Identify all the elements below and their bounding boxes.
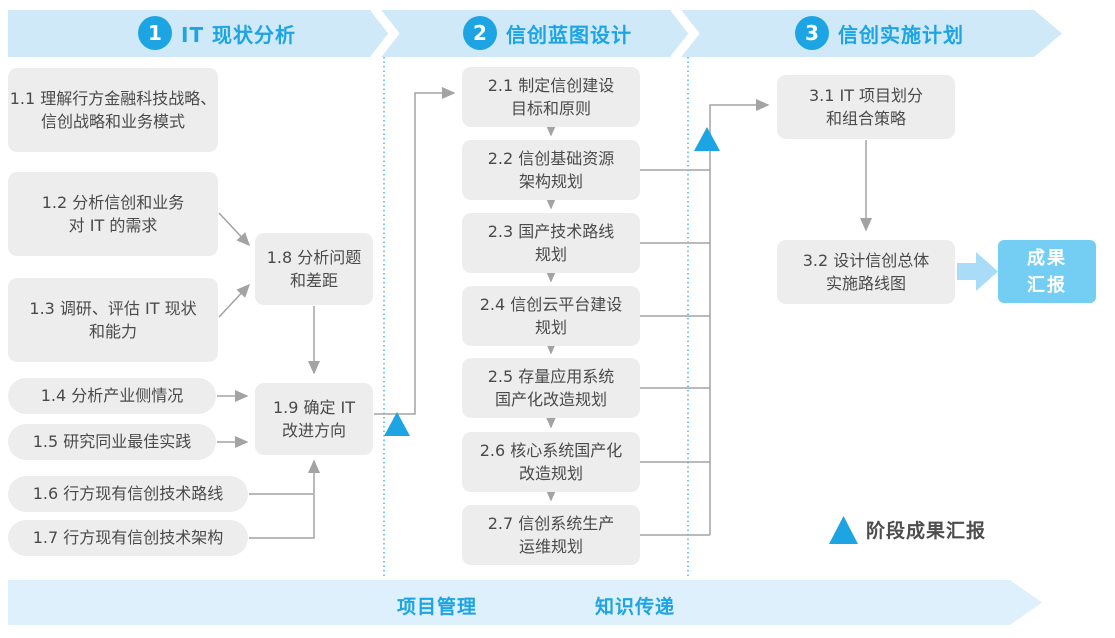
task-box-1-1: 1.1 理解行方金融科技战略、 信创战略和业务模式 — [8, 68, 218, 152]
phase-3-title: 信创实施计划 — [838, 22, 964, 47]
milestone-triangle-phase-2 — [694, 127, 720, 151]
task-box-1-3: 1.3 调研、评估 IT 现状 和能力 — [8, 278, 218, 362]
connector-1-6-to-1-9 — [249, 459, 320, 495]
task-box-1-2: 1.2 分析信创和业务 对 IT 的需求 — [8, 172, 218, 256]
phase-banner — [8, 10, 1062, 57]
task-box-3-1: 3.1 IT 项目划分 和组合策略 — [777, 75, 955, 139]
chevron-separator-1 — [370, 5, 400, 62]
phase-1-number-badge: 1 — [138, 16, 172, 50]
outcome-box: 成果 汇报 — [998, 240, 1096, 303]
connector-1-2-to-1-8 — [218, 212, 251, 247]
milestone-triangle-phase-1 — [384, 412, 410, 436]
phase-2-header: 2 信创蓝图设计 — [463, 16, 632, 50]
footer-label-project-management: 项目管理 — [397, 596, 478, 618]
legend-triangle-icon — [829, 516, 858, 544]
fat-arrow-3-2-to-outcome — [957, 252, 998, 291]
legend-label: 阶段成果汇报 — [866, 520, 987, 542]
phase-1-header: 1 IT 现状分析 — [138, 16, 296, 50]
task-box-1-6: 1.6 行方现有信创技术路线 — [8, 476, 248, 512]
task-box-1-5: 1.5 研究同业最佳实践 — [8, 424, 216, 460]
connector-1-3-to-1-8 — [218, 283, 251, 318]
task-box-3-2: 3.2 设计信创总体 实施路线图 — [777, 240, 955, 304]
task-box-2-7: 2.7 信创系统生产 运维规划 — [462, 505, 640, 565]
phase-2-number-badge: 2 — [463, 16, 497, 50]
task-box-2-5: 2.5 存量应用系统 国产化改造规划 — [462, 358, 640, 418]
task-box-1-8: 1.8 分析问题 和差距 — [255, 233, 373, 305]
footer-banner — [8, 580, 1042, 625]
task-box-1-9: 1.9 确定 IT 改进方向 — [255, 383, 373, 455]
connector-1-7-to-1-9 — [249, 495, 315, 539]
task-box-2-6: 2.6 核心系统国产化 改造规划 — [462, 432, 640, 492]
phase-3-header: 3 信创实施计划 — [795, 16, 964, 50]
chevron-separator-2 — [670, 5, 700, 62]
phase-3-number-badge: 3 — [795, 16, 829, 50]
connector-collector-to-3-1 — [709, 99, 770, 535]
task-box-1-4: 1.4 分析产业侧情况 — [8, 378, 216, 414]
task-box-2-3: 2.3 国产技术路线 规划 — [462, 213, 640, 273]
phase-2-title: 信创蓝图设计 — [506, 22, 632, 47]
connector-1-9-to-2-1 — [374, 87, 456, 415]
task-box-2-2: 2.2 信创基础资源 架构规划 — [462, 140, 640, 200]
phase-1-title: IT 现状分析 — [181, 22, 297, 47]
footer-label-knowledge-transfer: 知识传递 — [595, 596, 676, 618]
task-box-2-1: 2.1 制定信创建设 目标和原则 — [462, 67, 640, 127]
task-box-1-7: 1.7 行方现有信创技术架构 — [8, 520, 248, 556]
task-box-2-4: 2.4 信创云平台建设 规划 — [462, 286, 640, 346]
